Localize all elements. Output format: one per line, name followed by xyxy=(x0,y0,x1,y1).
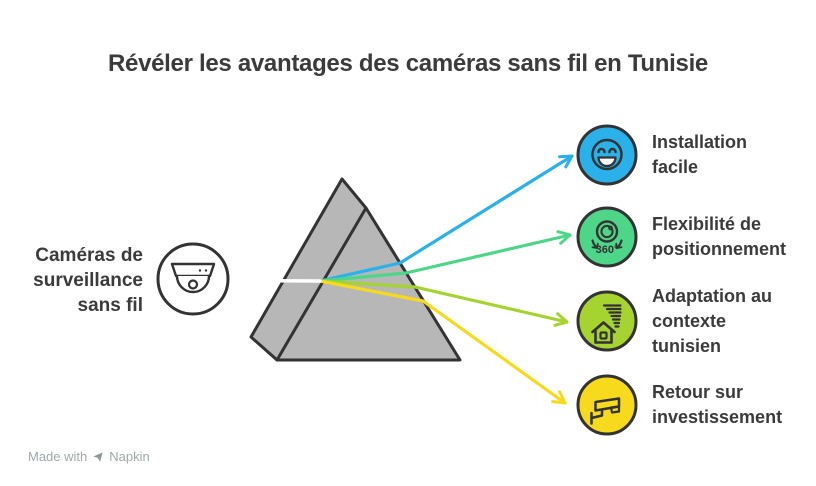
camera-360-icon: 360° xyxy=(576,206,638,268)
source-label: Caméras de surveillance sans fil xyxy=(33,243,143,318)
watermark: Made with Napkin xyxy=(28,449,150,464)
watermark-prefix: Made with xyxy=(28,449,88,464)
svg-text:360°: 360° xyxy=(596,244,619,256)
ray-blue-arrowhead xyxy=(558,154,574,169)
white-light-beam xyxy=(225,278,322,283)
benefit-label: Adaptation au contexte tunisien xyxy=(652,285,772,356)
ray-green-arrowhead xyxy=(556,230,572,245)
watermark-brand: Napkin xyxy=(109,449,150,464)
ray-yellow xyxy=(318,279,567,405)
smiley-face-icon xyxy=(576,124,638,186)
cctv-camera-icon xyxy=(576,374,638,436)
ray-green xyxy=(318,233,572,283)
benefit-label: Flexibilité de positionnement xyxy=(652,214,786,259)
benefit-retour-investissement: Retour sur investissement xyxy=(575,373,782,437)
benefit-installation-facile: Installation facile xyxy=(575,123,747,187)
benefit-label: Retour sur investissement xyxy=(652,382,783,427)
source-label-line: surveillance xyxy=(33,270,143,291)
ray-blue xyxy=(318,154,574,283)
ray-lime-arrowhead xyxy=(553,312,569,327)
source-label-line: Caméras de xyxy=(35,245,143,266)
prism-inner-edge xyxy=(275,206,368,362)
dome-camera-icon xyxy=(170,262,216,294)
source-icon-circle xyxy=(156,242,230,316)
napkin-logo-icon xyxy=(92,451,104,463)
benefit-label: Installation facile xyxy=(652,132,748,177)
benefit-flexibilite: 360° Flexibilité de positionnement xyxy=(575,205,786,269)
benefit-adaptation: Adaptation au contexte tunisien xyxy=(575,286,772,356)
prism-shape xyxy=(249,177,462,362)
ray-yellow-arrowhead xyxy=(551,390,567,405)
page-title: Révéler les avantages des caméras sans f… xyxy=(108,50,708,77)
house-wind-icon xyxy=(576,290,638,352)
source-label-line: sans fil xyxy=(77,295,143,316)
ray-lime xyxy=(318,279,569,324)
